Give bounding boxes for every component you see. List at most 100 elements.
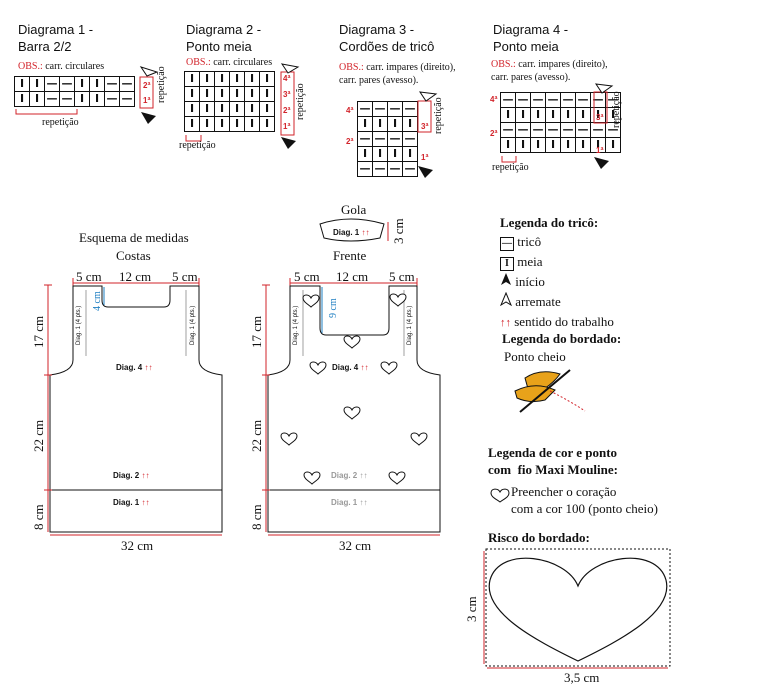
arrows-icon: ↑↑ (359, 471, 368, 480)
inicio-arrow-icon (501, 273, 511, 285)
row-label: 3ª (421, 122, 429, 131)
row-label: 1ª (283, 122, 291, 131)
arrows-icon: ↑↑ (141, 471, 150, 480)
legend-cor-title-line1: Legenda de cor e ponto (488, 445, 618, 460)
diagram-4-obs-text-line1: carr. impares (direito), (518, 59, 608, 70)
legend-item-trico: — tricô (500, 234, 542, 251)
diagram-2-obs-text: carr. circulares (213, 57, 273, 68)
costas-diag2: Diag. 2 (113, 471, 140, 480)
diagram-4-title-line2: Ponto meia (493, 39, 559, 54)
grid-cell: — (402, 161, 418, 177)
costas-top-right: 5 cm (172, 269, 198, 284)
row-label: 2ª (283, 106, 291, 115)
diagram-1-title-line2: Barra 2/2 (18, 39, 72, 54)
grid-cell: — (402, 101, 418, 117)
embroidery-needle-icon (514, 369, 586, 413)
risco-width: 3,5 cm (564, 670, 600, 685)
legend-item-meia: I meia (500, 252, 614, 272)
legend-item-arremate: arremate (499, 291, 614, 312)
row-label: 4ª (490, 95, 498, 104)
diagram-1-title-line1: Diagrama 1 - (18, 22, 94, 37)
row-label: 2ª (490, 129, 498, 138)
diagram-2-title-line2: Ponto meia (186, 39, 252, 54)
row-label: 1ª (421, 153, 429, 162)
trico-symbol-icon: — (500, 237, 514, 251)
legend-bordado-item: Ponto cheio (504, 349, 566, 364)
risco-height: 3 cm (464, 596, 479, 622)
frente-top-right: 5 cm (389, 269, 415, 284)
legend-cor-title-line2: com fio Maxi Mouline: (488, 462, 618, 477)
diagram-3-title-line2: Cordões de tricô (339, 39, 435, 54)
frente-subtitle: Frente (333, 248, 367, 263)
diagram-4-obs-text-line2: carr. pares (avesso). (491, 72, 571, 83)
arrows-icon: ↑↑ (141, 498, 150, 507)
diagram-4-obs-label: OBS.: (491, 59, 516, 70)
frente-diag4: Diag. 4 (332, 363, 359, 372)
grid-cell: I (605, 137, 621, 153)
grid-cell: I (199, 116, 215, 132)
arremate-arrow-icon (499, 291, 513, 307)
grid-cell: — (119, 91, 135, 107)
costas-title: Esquema de medidas (79, 230, 189, 245)
legend-cor-item-line1: Preencher o coração (511, 484, 617, 499)
grid-cell: I (402, 116, 418, 132)
grid-cell: I (184, 116, 200, 132)
row-label: 1ª (596, 146, 604, 155)
gola-title: Gola (341, 202, 367, 217)
costas-diag1: Diag. 1 (113, 498, 140, 507)
direction-arrows-icon: ↑↑ (500, 317, 511, 329)
costas-top-mid: 12 cm (119, 269, 152, 284)
diagram-3-title-line1: Diagrama 3 - (339, 22, 415, 37)
legend-item-inicio: início (500, 272, 614, 292)
diagram-3-obs-text-line1: carr. impares (direito), (366, 62, 456, 73)
heart-icon (490, 488, 510, 503)
diagram-1-obs-label: OBS.: (18, 61, 43, 72)
frente-diag2: Diag. 2 (331, 471, 358, 480)
diagram-4-repeat: repetição (492, 162, 529, 173)
meia-symbol-icon: I (500, 257, 514, 271)
diagram-1-repeat: repetição (42, 117, 79, 128)
diagram-2-title-line1: Diagrama 2 - (186, 22, 262, 37)
diagram-3-obs-label: OBS.: (339, 62, 364, 73)
row-label: 4ª (346, 106, 354, 115)
frente-width: 32 cm (339, 538, 372, 553)
legend-cor-item-line2: com a cor 100 (ponto cheio) (511, 501, 658, 516)
diagram-3-obs-text-line2: carr. pares (avesso). (339, 75, 419, 86)
arrows-icon: ↑↑ (359, 498, 368, 507)
legend-bordado-title: Legenda do bordado: (502, 331, 622, 346)
diagram-2-obs-label: OBS.: (186, 57, 211, 68)
costas-width: 32 cm (121, 538, 154, 553)
arrows-icon: ↑↑ (144, 363, 153, 372)
frente-top-mid: 12 cm (336, 269, 369, 284)
legend-trico-title: Legenda do tricô: (500, 215, 599, 230)
gola-diag: Diag. 1 (333, 228, 360, 237)
risco-title: Risco do bordado: (488, 530, 590, 545)
grid-cell: I (259, 116, 275, 132)
frente-diag1: Diag. 1 (331, 498, 358, 507)
row-label: 2ª (143, 81, 151, 90)
arrows-icon: ↑↑ (361, 228, 370, 237)
costas-diag4: Diag. 4 (116, 363, 143, 372)
row-label: 3ª (596, 113, 604, 122)
arrows-icon: ↑↑ (360, 363, 369, 372)
diagram-2-repeat: repetição (179, 140, 216, 151)
row-label: 2ª (346, 137, 354, 146)
diagram-1-obs-text: carr. circulares (45, 61, 105, 72)
grid-cell: — (357, 161, 373, 177)
row-label: 4ª (283, 74, 291, 83)
legend-item-sentido: ↑↑ sentido do trabalho (500, 314, 614, 329)
costas-top-left: 5 cm (76, 269, 102, 284)
frente-top-left: 5 cm (294, 269, 320, 284)
grid-cell: — (402, 131, 418, 147)
diagram-4-title-line1: Diagrama 4 - (493, 22, 569, 37)
